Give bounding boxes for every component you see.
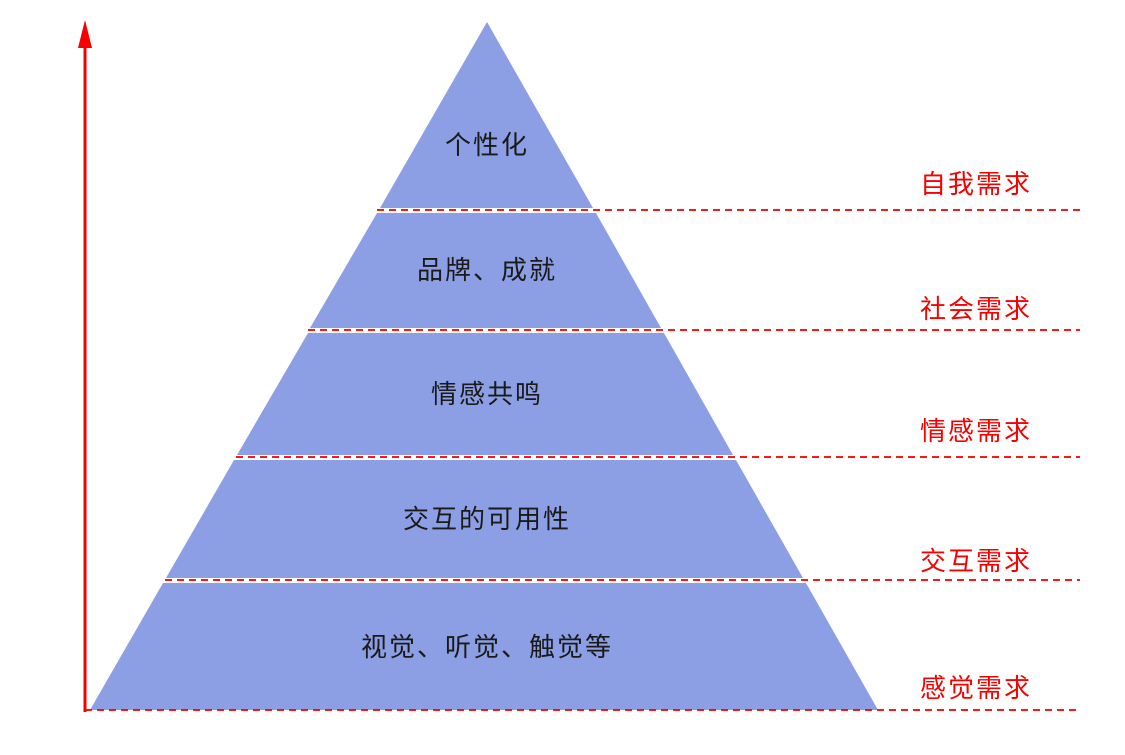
pyramid-layer-3 bbox=[237, 333, 733, 455]
y-axis-arrowhead-icon bbox=[78, 20, 92, 48]
pyramid-layer-5 bbox=[90, 583, 878, 710]
need-label-1: 自我需求 bbox=[920, 170, 1032, 200]
pyramid-layer-4 bbox=[166, 460, 803, 578]
need-label-2: 社会需求 bbox=[920, 295, 1032, 325]
layer-label-2: 品牌、成就 bbox=[417, 256, 557, 286]
layer-label-3: 情感共鸣 bbox=[431, 380, 543, 410]
pyramid-layer-1 bbox=[380, 22, 593, 208]
pyramid-layer-2 bbox=[310, 213, 661, 328]
layer-label-4: 交互的可用性 bbox=[403, 505, 571, 535]
need-label-5: 感觉需求 bbox=[920, 674, 1032, 704]
need-label-3: 情感需求 bbox=[920, 417, 1032, 447]
layer-label-5: 视觉、听觉、触觉等 bbox=[361, 633, 613, 663]
layer-label-1: 个性化 bbox=[445, 131, 529, 161]
need-label-4: 交互需求 bbox=[920, 547, 1032, 577]
